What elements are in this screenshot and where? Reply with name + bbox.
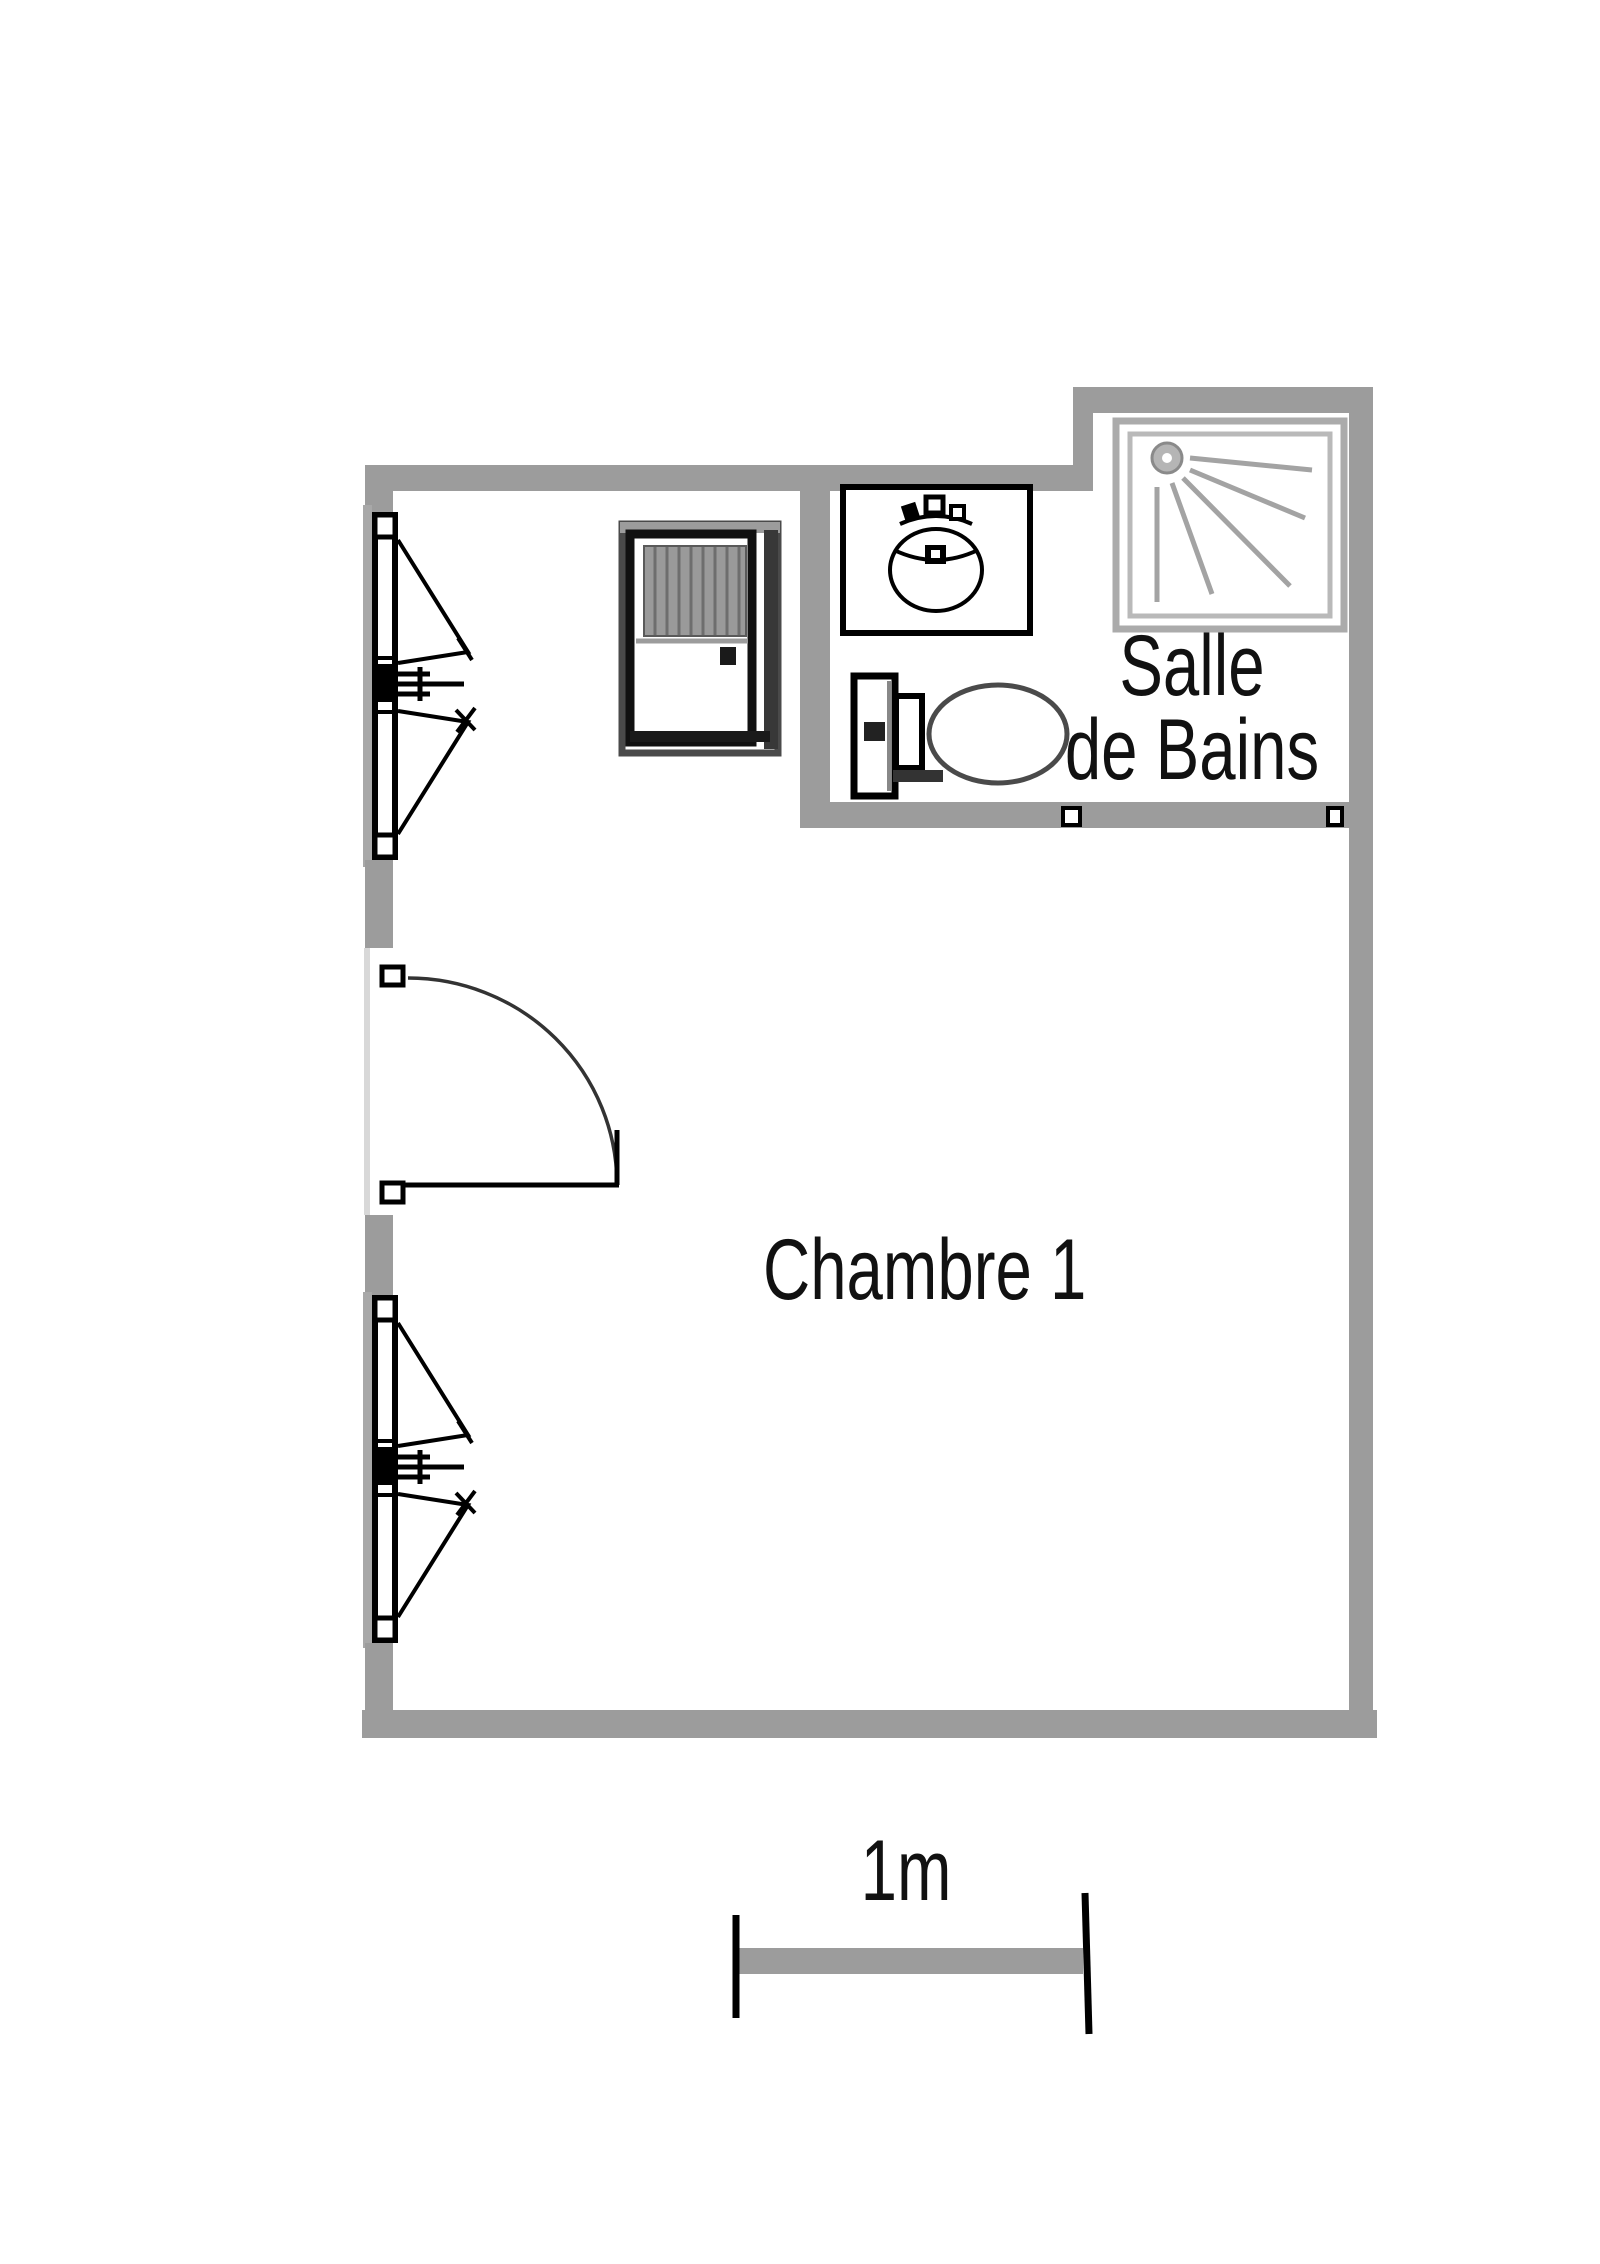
wall-line-window-bottom <box>363 1292 372 1648</box>
door-swing <box>379 964 620 1205</box>
wall-left-2 <box>365 860 393 948</box>
scale-bar <box>732 1892 1093 2035</box>
wall-left-3 <box>365 1215 393 1298</box>
wall-right <box>1349 387 1373 1738</box>
shower-tray <box>1112 417 1348 633</box>
wall-line-door-opening <box>364 948 370 1215</box>
toilet <box>850 672 1070 800</box>
wall-bottom <box>362 1710 1377 1738</box>
bathroom-label: Salle de Bains <box>1063 618 1321 798</box>
wall-bathroom-top <box>1073 387 1373 413</box>
casement-window-top <box>372 515 475 857</box>
casement-window-bottom <box>372 1298 475 1640</box>
washbasin <box>840 484 1033 636</box>
wall-line-window-top <box>363 505 372 867</box>
bathroom-label-line2: de Bains <box>1064 702 1320 798</box>
bathroom-label-line1: Salle <box>1119 618 1265 714</box>
cabinet <box>618 520 782 757</box>
scale-bar-label: 1m <box>860 1823 952 1919</box>
wall-opening-marker-right <box>1326 806 1344 827</box>
wall-opening-marker-left <box>1061 806 1082 827</box>
bedroom-label: Chambre 1 <box>763 1222 1087 1318</box>
wall-bathroom-bottom <box>800 802 1373 828</box>
wall-left-4 <box>365 1643 393 1738</box>
wall-step <box>1073 387 1093 491</box>
wall-partition <box>800 465 830 828</box>
